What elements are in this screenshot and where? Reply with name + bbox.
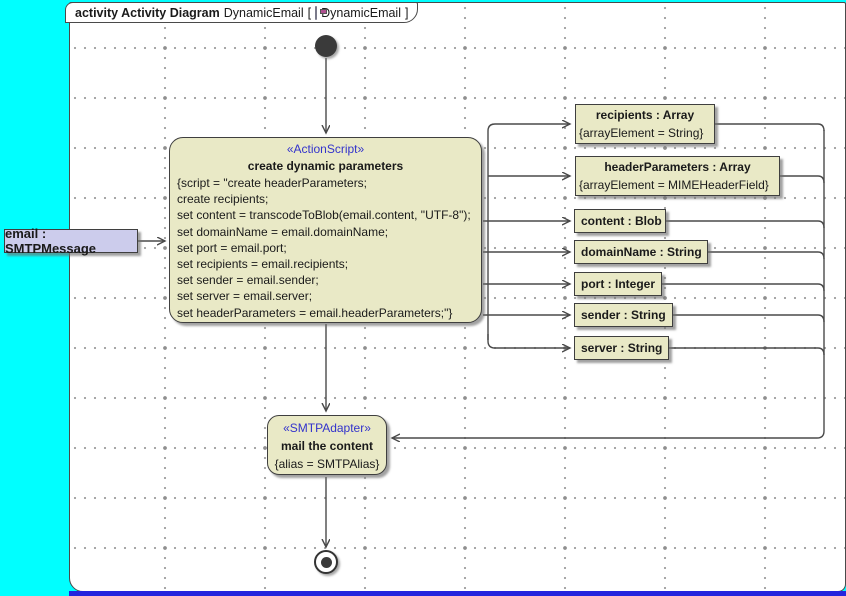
edge-rail-to-adapter[interactable] <box>392 130 825 438</box>
object-node-content[interactable]: content : Blob <box>574 209 666 233</box>
script-line: set port = email.port; <box>177 240 287 255</box>
script-line: {script = "create headerParameters; <box>177 176 368 190</box>
action-script-body: {script = "create headerParameters; creat… <box>177 175 474 321</box>
object-node-sender[interactable]: sender : String <box>574 303 673 327</box>
edge-content-out[interactable] <box>666 220 825 229</box>
edge-action-to-recipients[interactable] <box>487 124 570 340</box>
edge-sender-out[interactable] <box>673 314 825 323</box>
object-title: port : Integer <box>581 277 655 291</box>
script-line: create recipients; <box>177 192 269 207</box>
diagram-kind-label: activity Activity Diagram <box>75 5 220 20</box>
object-node-domainname[interactable]: domainName : String <box>574 240 708 264</box>
object-annotation: {arrayElement = String} <box>579 126 704 140</box>
object-node-email[interactable]: email : SMTPMessage <box>4 226 138 256</box>
script-line: set headerParameters = email.headerParam… <box>177 305 453 320</box>
activity-final-node[interactable] <box>314 550 338 574</box>
object-annotation: {arrayElement = MIMEHeaderField} <box>579 178 769 192</box>
email-node-label: email : SMTPMessage <box>5 226 97 256</box>
edge-action-to-server[interactable] <box>487 334 570 348</box>
object-title: recipients : Array <box>595 108 695 122</box>
object-title: headerParameters : Array <box>604 160 751 174</box>
script-line: set domainName = email.domainName; <box>177 224 389 239</box>
object-node-port[interactable]: port : Integer <box>574 272 662 296</box>
initial-node[interactable] <box>315 35 337 57</box>
object-title: sender : String <box>581 308 666 322</box>
object-title: content : Blob <box>581 214 662 228</box>
action-name: create dynamic parameters <box>247 159 404 173</box>
action-stereotype: «ActionScript» <box>286 142 365 156</box>
diagram-ref-label: DynamicEmail <box>321 5 401 20</box>
script-line: set content = transcodeToBlob(email.cont… <box>177 208 471 223</box>
diagram-frame-tab[interactable]: activity Activity Diagram DynamicEmail [… <box>65 2 418 23</box>
object-node-server[interactable]: server : String <box>574 336 669 360</box>
object-title: domainName : String <box>581 245 702 259</box>
edge-domainname-out[interactable] <box>708 251 825 260</box>
script-line: set sender = email.sender; <box>177 273 319 288</box>
adapter-annotation: {alias = SMTPAlias} <box>274 457 380 471</box>
activity-diagram-icon <box>315 5 328 20</box>
script-line: set server = email.server; <box>177 289 313 304</box>
edge-server-out[interactable] <box>669 347 825 356</box>
object-node-headerparameters[interactable]: headerParameters : Array {arrayElement =… <box>575 156 780 196</box>
bottom-window-edge <box>69 591 846 596</box>
script-line: set recipients = email.recipients; <box>177 257 349 272</box>
edge-port-out[interactable] <box>662 283 825 292</box>
object-node-recipients[interactable]: recipients : Array {arrayElement = Strin… <box>575 104 715 144</box>
bracket-close: ] <box>405 5 409 20</box>
action-node-mail-the-content[interactable]: «SMTPAdapter» mail the content {alias = … <box>267 415 387 475</box>
action-node-create-dynamic-parameters[interactable]: «ActionScript» create dynamic parameters… <box>169 137 482 323</box>
activity-final-dot <box>320 556 332 568</box>
edge-headerparameters-out[interactable] <box>780 175 825 184</box>
bracket-open: [ <box>307 5 312 20</box>
adapter-name: mail the content <box>280 439 373 453</box>
diagram-name-label: DynamicEmail <box>223 5 304 20</box>
adapter-stereotype: «SMTPAdapter» <box>283 421 371 435</box>
edge-recipients-out[interactable] <box>715 123 825 132</box>
object-title: server : String <box>581 341 663 355</box>
